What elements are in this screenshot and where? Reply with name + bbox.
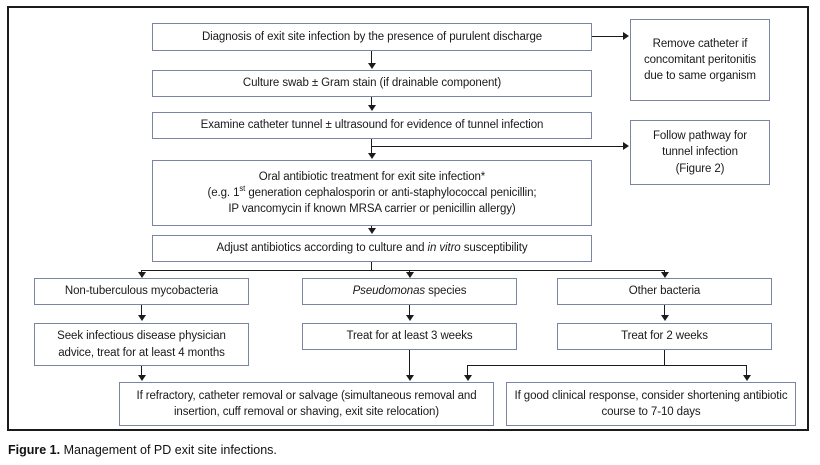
arrowhead-branch-to-ntm: [138, 272, 146, 278]
arrowhead-ntm-treatment-to-refractory: [138, 375, 146, 381]
adjust-post: susceptibility: [460, 242, 528, 255]
figure-caption-text: Management of PD exit site infections.: [63, 443, 277, 457]
oral-antibiotic-line-1: Oral antibiotic treatment for exit site …: [258, 170, 486, 183]
node-other-treatment-label: Treat for 2 weeks: [621, 330, 708, 343]
pseudomonas-italic: Pseudomonas: [352, 285, 426, 298]
arrowhead-pseudomonas-treatment-to-refractory: [406, 375, 414, 381]
node-refractory-salvage: If refractory, catheter removal or salva…: [119, 382, 494, 426]
edge-branch-bar: [141, 270, 665, 272]
arrowhead-culture-to-examine: [368, 105, 376, 111]
node-ntm-label: Non-tuberculous mycobacteria: [64, 285, 219, 298]
arrowhead-diagnosis-to-remove-catheter: [623, 32, 629, 40]
node-good-response: If good clinical response, consider shor…: [506, 382, 796, 426]
edge-other-to-treatment: [664, 305, 666, 316]
oral-antibiotic-line-2-post: generation cephalosporin or anti-staphyl…: [245, 186, 537, 199]
edge-other-treatment-split-bar: [467, 365, 747, 367]
arrowhead-other-treatment-to-refractory: [464, 375, 472, 381]
arrowhead-examine-to-oral-antibiotic: [368, 153, 376, 159]
node-other-bacteria: Other bacteria: [557, 278, 772, 305]
node-diagnosis-label: Diagnosis of exit site infection by the …: [201, 30, 543, 43]
follow-pathway-line-2: tunnel infection: [662, 146, 738, 159]
edge-ntm-to-treatment: [141, 305, 143, 316]
node-pseudomonas-treatment-label: Treat for at least 3 weeks: [346, 330, 473, 343]
node-adjust-antibiotics-label: Adjust antibiotics according to culture …: [158, 240, 586, 256]
node-examine-tunnel: Examine catheter tunnel ± ultrasound for…: [152, 112, 592, 139]
arrowhead-other-to-treatment: [661, 315, 669, 321]
edge-other-treatment-stem: [664, 350, 666, 366]
edge-pseudomonas-treatment-to-refractory: [409, 350, 411, 376]
node-pseudomonas-treatment: Treat for at least 3 weeks: [302, 323, 517, 350]
adjust-pre: Adjust antibiotics according to culture …: [216, 242, 428, 255]
node-remove-catheter-label: Remove catheter if concomitant peritonit…: [643, 37, 757, 83]
pseudomonas-post: species: [425, 285, 467, 298]
node-pseudomonas-species: Pseudomonas species: [302, 278, 517, 305]
edge-diagnosis-to-culture: [371, 51, 373, 64]
node-other-treatment: Treat for 2 weeks: [557, 323, 772, 350]
node-examine-tunnel-label: Examine catheter tunnel ± ultrasound for…: [200, 119, 544, 132]
node-adjust-antibiotics: Adjust antibiotics according to culture …: [152, 235, 592, 262]
edge-diagnosis-to-remove-catheter: [592, 36, 624, 38]
adjust-italic-in-vitro: in vitro: [427, 242, 461, 255]
figure-caption-label: Figure 1.: [8, 443, 61, 457]
arrowhead-branch-to-other: [661, 272, 669, 278]
edge-pseudomonas-to-treatment: [409, 305, 411, 316]
ordinal-superscript: st: [239, 184, 246, 193]
node-other-bacteria-label: Other bacteria: [628, 285, 701, 298]
edge-ntm-treatment-to-refractory: [141, 366, 143, 376]
arrowhead-other-treatment-to-good-response: [743, 375, 751, 381]
node-refractory-label: If refractory, catheter removal or salva…: [136, 389, 477, 418]
edge-split-drop-left: [467, 365, 469, 376]
node-good-response-label: If good clinical response, consider shor…: [514, 389, 788, 418]
arrowhead-diagnosis-to-culture: [368, 63, 376, 69]
node-oral-antibiotic: Oral antibiotic treatment for exit site …: [152, 160, 592, 226]
node-remove-catheter: Remove catheter if concomitant peritonit…: [630, 19, 770, 101]
oral-antibiotic-line-2-pre: (e.g. 1: [207, 186, 240, 199]
edge-examine-to-follow-pathway-horizontal: [371, 146, 624, 148]
arrowhead-examine-to-follow-pathway: [623, 142, 629, 150]
arrowhead-oral-to-adjust: [368, 228, 376, 234]
node-ntm-treatment-label: Seek infectious disease physician advice…: [57, 330, 226, 359]
figure-caption: Figure 1. Management of PD exit site inf…: [8, 443, 708, 459]
node-pseudomonas-label: Pseudomonas species: [308, 283, 511, 299]
node-culture-swab-label: Culture swab ± Gram stain (if drainable …: [242, 77, 502, 90]
arrowhead-pseudomonas-to-treatment: [406, 315, 414, 321]
oral-antibiotic-line-2: (e.g. 1st generation cephalosporin or an…: [207, 184, 537, 199]
arrowhead-ntm-to-treatment: [138, 315, 146, 321]
follow-pathway-line-1: Follow pathway for: [652, 130, 748, 142]
edge-split-drop-right: [746, 365, 748, 376]
edge-adjust-stem: [371, 262, 373, 271]
node-diagnosis: Diagnosis of exit site infection by the …: [152, 23, 592, 51]
edge-culture-to-examine: [371, 97, 373, 106]
node-follow-pathway: Follow pathway for tunnel infection (Fig…: [630, 120, 770, 185]
figure-border: Diagnosis of exit site infection by the …: [7, 6, 809, 431]
node-oral-antibiotic-label: Oral antibiotic treatment for exit site …: [158, 169, 586, 218]
node-non-tuberculous-mycobacteria: Non-tuberculous mycobacteria: [34, 278, 249, 305]
oral-antibiotic-line-3: IP vancomycin if known MRSA carrier or p…: [228, 203, 516, 216]
arrowhead-branch-to-pseudomonas: [406, 272, 414, 278]
node-follow-pathway-label: Follow pathway for tunnel infection (Fig…: [636, 128, 764, 177]
node-ntm-treatment: Seek infectious disease physician advice…: [34, 323, 249, 366]
node-culture-swab: Culture swab ± Gram stain (if drainable …: [152, 70, 592, 97]
follow-pathway-line-3: (Figure 2): [675, 162, 725, 175]
